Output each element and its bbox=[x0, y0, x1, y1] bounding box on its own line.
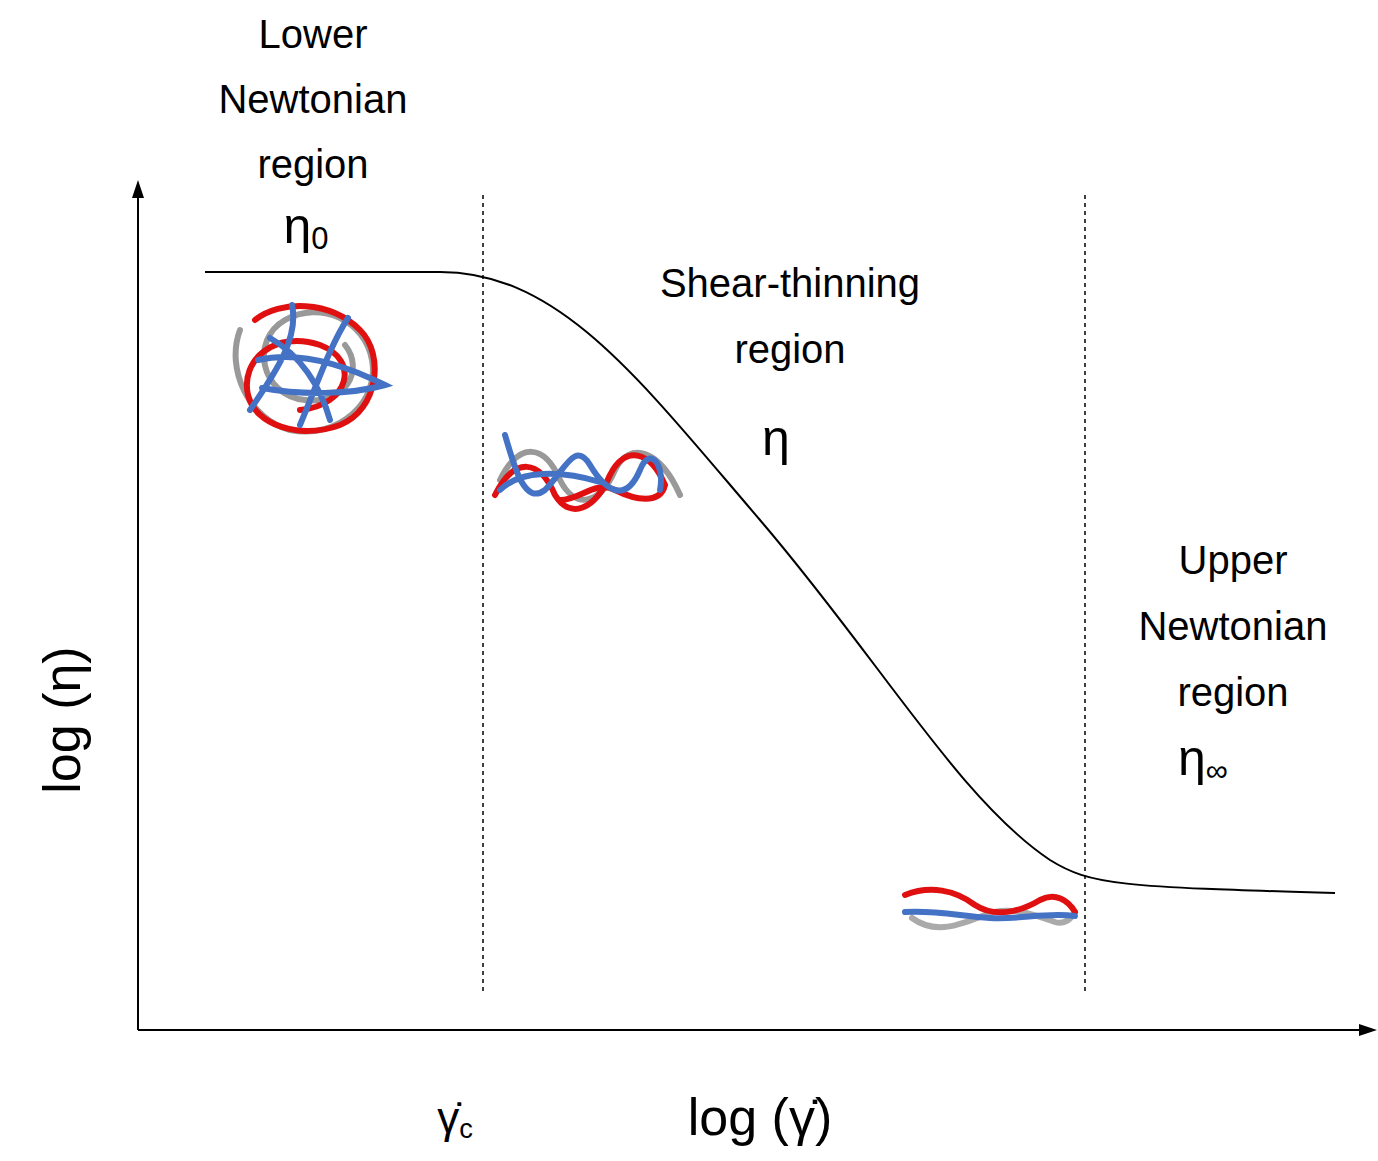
viscosity-symbol: η0 bbox=[236, 196, 376, 263]
aligning-chains bbox=[495, 435, 680, 509]
y-axis-arrow bbox=[132, 180, 144, 198]
viscosity-symbol: η∞ bbox=[1133, 728, 1273, 795]
region-title: Upper Newtonian region bbox=[1108, 527, 1358, 725]
viscosity-symbol: η bbox=[736, 408, 816, 468]
stretched-chains bbox=[905, 890, 1075, 927]
y-axis bbox=[137, 195, 139, 1030]
axis-title: log (γ̇) bbox=[610, 1086, 910, 1148]
region-title: Shear-thinning region bbox=[610, 250, 970, 382]
x-axis bbox=[138, 1029, 1362, 1031]
critical-shear-rate: γ̇c bbox=[395, 1090, 515, 1152]
region-divider bbox=[482, 195, 484, 995]
region-title: Lower Newtonian region bbox=[188, 2, 438, 197]
tangled-chains bbox=[236, 305, 385, 432]
axis-title: log (η) bbox=[32, 646, 92, 793]
x-axis-arrow bbox=[1359, 1024, 1377, 1036]
